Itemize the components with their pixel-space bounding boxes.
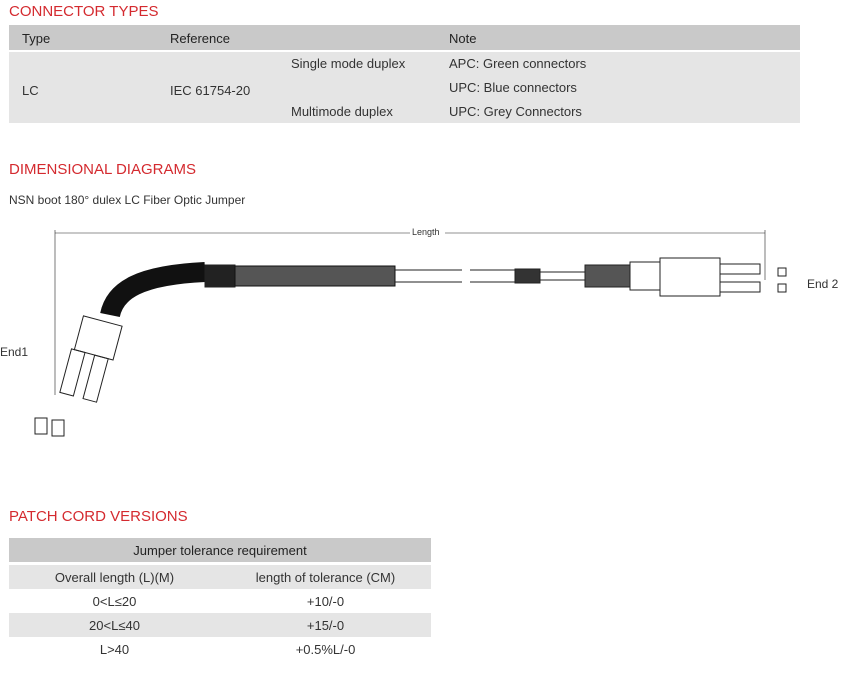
tolerance-cell: +0.5%L/-0 — [295, 641, 356, 657]
length-cell: L>40 — [99, 641, 130, 657]
header-reference: Reference — [170, 31, 230, 46]
table-row: 0<L≤20 +10/-0 — [9, 589, 431, 613]
tolerance-table: Jumper tolerance requirement Overall len… — [9, 538, 431, 661]
mode-cell: Single mode duplex — [291, 56, 406, 71]
diagram-subtitle: NSN boot 180° dulex LC Fiber Optic Jumpe… — [9, 193, 246, 207]
table-row: L>40 +0.5%L/-0 — [9, 637, 431, 661]
table-title: Jumper tolerance requirement — [9, 538, 431, 562]
connector-types-heading: CONNECTOR TYPES — [9, 3, 159, 20]
header-type: Type — [22, 31, 51, 46]
header-note: Note — [449, 31, 477, 46]
end1-label: End1 — [0, 345, 29, 359]
jumper-diagram — [34, 230, 787, 437]
note-cell: UPC: Grey Connectors — [449, 104, 582, 119]
table-header: Type Reference Note — [9, 25, 800, 50]
header-length: Overall length (L)(M) — [54, 569, 175, 585]
length-label: Length — [412, 227, 440, 237]
type-cell: LC — [22, 83, 39, 98]
end2-label: End 2 — [807, 277, 839, 291]
table-row: LC IEC 61754-20 Single mode duplex Multi… — [9, 52, 800, 123]
header-tolerance: length of tolerance (CM) — [255, 569, 396, 585]
length-cell: 20<L≤40 — [89, 617, 140, 633]
connector-types-table: Type Reference Note LC IEC 61754-20 Sing… — [9, 25, 800, 123]
note-cell: APC: Green connectors — [449, 56, 587, 71]
table-header: Overall length (L)(M) length of tolerance… — [9, 565, 431, 589]
length-cell: 0<L≤20 — [92, 593, 137, 609]
reference-cell: IEC 61754-20 — [170, 83, 251, 98]
mode-cell: Multimode duplex — [291, 104, 393, 119]
note-cell: UPC: Blue connectors — [449, 80, 577, 95]
dimensional-heading: DIMENSIONAL DIAGRAMS — [9, 161, 196, 178]
table-row: 20<L≤40 +15/-0 — [9, 613, 431, 637]
tolerance-cell: +10/-0 — [306, 593, 345, 609]
patch-cord-heading: PATCH CORD VERSIONS — [9, 508, 188, 525]
tolerance-cell: +15/-0 — [306, 617, 345, 633]
